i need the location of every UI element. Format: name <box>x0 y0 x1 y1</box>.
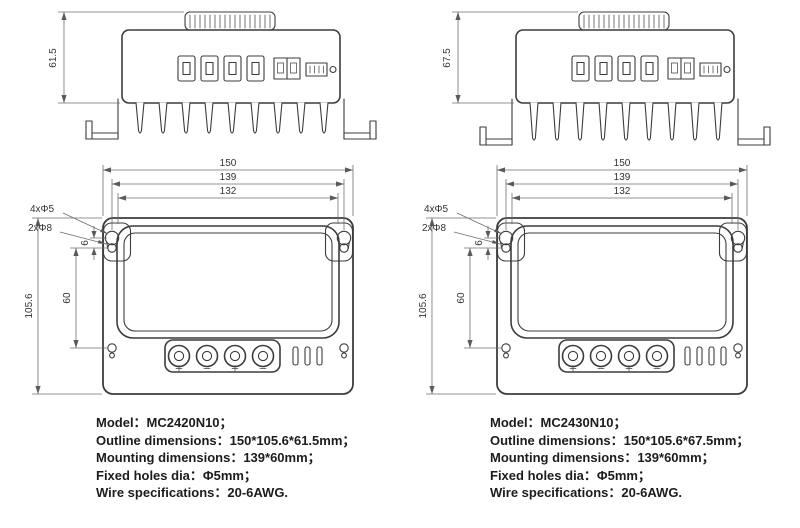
callout-2x8: 2xΦ8 <box>28 223 53 234</box>
controller-front-body <box>102 217 354 395</box>
digit-display <box>177 55 265 82</box>
top-connectors <box>273 57 337 80</box>
terminal-polarity-marks <box>569 365 661 372</box>
dim-label-6: 6 <box>80 240 91 246</box>
spec-line-wire: Wire specifications：20-6AWG. <box>96 485 289 500</box>
unit-mc2430n10: 67.5 <box>412 0 782 528</box>
dimension-annotations: 150 139 132 105.6 60 6 <box>418 158 748 395</box>
spec-line-wire: Wire specifications：20-6AWG. <box>490 485 683 500</box>
dim-label-139: 139 <box>614 172 631 183</box>
front-view-drawing-left: 150 139 132 105.6 60 <box>24 158 354 395</box>
dim-label-6: 6 <box>474 240 485 246</box>
terminal-block <box>558 339 675 373</box>
top-view-drawing-right: 67.5 <box>442 11 771 146</box>
mount-hole-bottom-right <box>339 343 349 359</box>
callout-2x8: 2xΦ8 <box>422 223 447 234</box>
height-dimension: 61.5 <box>48 11 184 104</box>
display-bezel <box>116 225 340 339</box>
dim-label-132: 132 <box>614 186 631 197</box>
spec-block-left: Model：MC2420N10； Outline dimensions：150*… <box>96 414 355 502</box>
dim-label-139: 139 <box>220 172 237 183</box>
dim-label-60: 60 <box>456 292 467 304</box>
heatsink-fins <box>135 102 329 134</box>
vent-slots <box>684 346 727 366</box>
spec-line-mounting: Mounting dimensions：139*60mm； <box>490 450 715 465</box>
dim-label-132: 132 <box>220 186 237 197</box>
unit-mc2420n10: 61.5 <box>18 0 388 528</box>
dim-label-height: 67.5 <box>442 48 453 68</box>
front-view-drawing-right: 150 139 132 105.6 60 6 <box>418 158 748 395</box>
callout-4x5: 4xΦ5 <box>424 204 449 215</box>
dim-label-height: 61.5 <box>48 48 59 68</box>
spec-line-model: Model：MC2430N10； <box>490 415 627 430</box>
dim-label-150: 150 <box>220 158 237 169</box>
height-dimension: 67.5 <box>442 11 578 104</box>
controller-top-body <box>85 11 377 140</box>
display-bezel <box>510 225 734 339</box>
top-view-drawing-left: 61.5 <box>48 11 377 140</box>
terminal-polarity-marks <box>175 365 267 372</box>
digit-display <box>571 55 659 82</box>
spec-line-outline: Outline dimensions：150*105.6*61.5mm； <box>96 432 356 448</box>
controller-front-body <box>496 217 748 395</box>
dim-label-60: 60 <box>62 292 73 304</box>
dim-label-105-6: 105.6 <box>24 293 35 318</box>
spec-line-outline: Outline dimensions：150*105.6*67.5mm； <box>490 432 750 448</box>
terminal-block <box>164 339 281 373</box>
heatsink-fins <box>529 102 723 141</box>
spec-line-holes: Fixed holes dia：Φ5mm； <box>490 467 651 483</box>
spec-line-model: Model：MC2420N10； <box>96 415 233 430</box>
mount-hole-bottom-right <box>733 343 743 359</box>
callout-4x5: 4xΦ5 <box>30 204 55 215</box>
dim-label-105-6: 105.6 <box>418 293 429 318</box>
vent-hatch <box>583 14 665 29</box>
controller-top-body <box>479 11 771 146</box>
spec-line-holes: Fixed holes dia：Φ5mm； <box>96 467 257 483</box>
vent-hatch <box>189 14 271 29</box>
top-connectors <box>667 57 731 80</box>
vent-slots <box>292 346 323 366</box>
spec-line-mounting: Mounting dimensions：139*60mm； <box>96 450 321 465</box>
dimension-annotations: 150 139 132 105.6 60 <box>24 158 354 395</box>
dim-label-150: 150 <box>614 158 631 169</box>
spec-block-right: Model：MC2430N10； Outline dimensions：150*… <box>490 414 749 502</box>
